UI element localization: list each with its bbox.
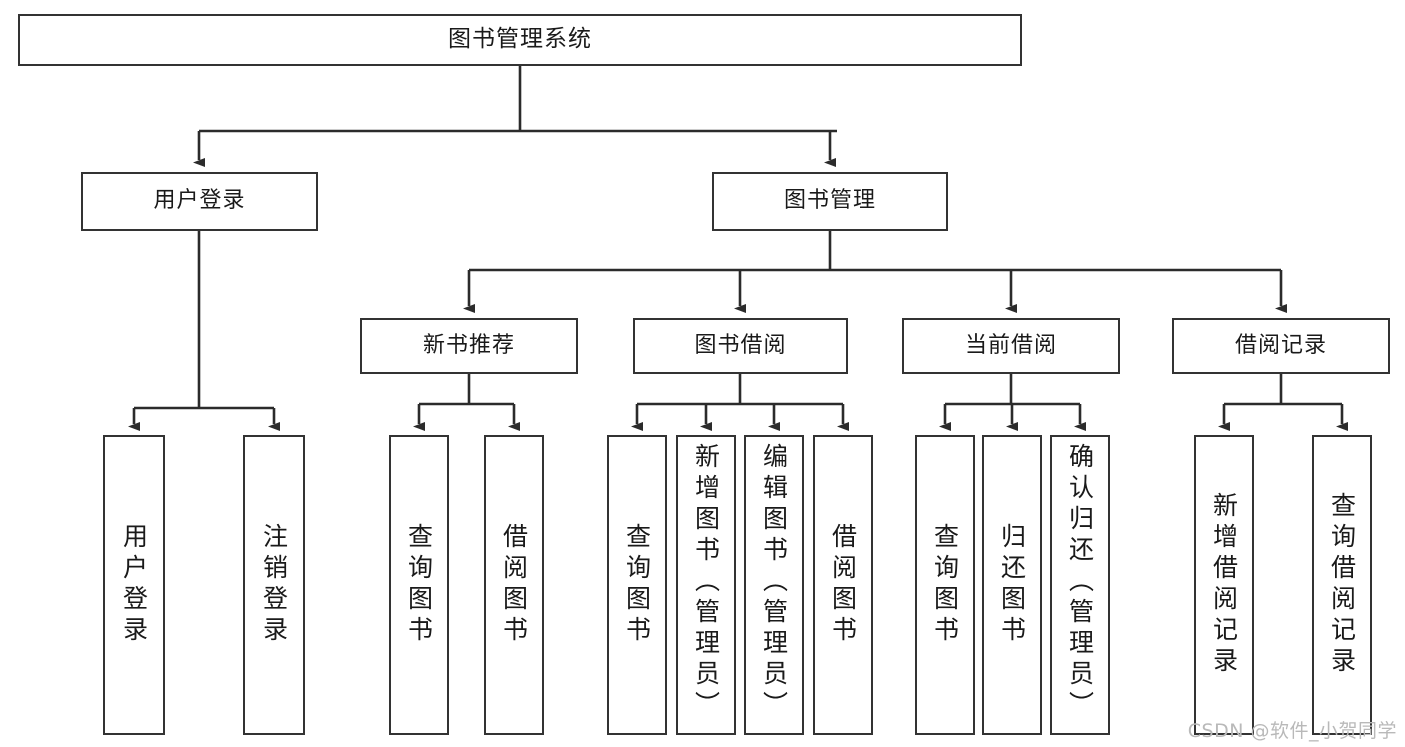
leaf-current-confirm-return-admin[interactable]: 确认归还（管理员） <box>1050 435 1110 735</box>
node-user-login[interactable]: 用户登录 <box>81 172 318 231</box>
node-current-borrow[interactable]: 当前借阅 <box>902 318 1120 374</box>
leaf-records-add-record[interactable]: 新增借阅记录 <box>1194 435 1254 735</box>
leaf-label: 新增图书（管理员） <box>691 443 721 722</box>
leaf-borrow-edit-book-admin[interactable]: 编辑图书（管理员） <box>744 435 804 735</box>
node-new-book-recommend[interactable]: 新书推荐 <box>360 318 578 374</box>
node-root-system[interactable]: 图书管理系统 <box>18 14 1022 66</box>
leaf-label: 借阅图书 <box>499 523 529 647</box>
leaf-label: 借阅图书 <box>828 523 858 647</box>
leaf-label: 新增借阅记录 <box>1209 492 1239 678</box>
leaf-label: 用户登录 <box>119 523 149 647</box>
leaf-label: 确认归还（管理员） <box>1065 443 1095 722</box>
leaf-current-return-book[interactable]: 归还图书 <box>982 435 1042 735</box>
node-book-management[interactable]: 图书管理 <box>712 172 948 231</box>
leaf-label: 查询借阅记录 <box>1327 492 1357 678</box>
leaf-newbook-query-book[interactable]: 查询图书 <box>389 435 449 735</box>
leaf-label: 查询图书 <box>930 523 960 647</box>
csdn-watermark: CSDN @软件_小贺同学 <box>1187 720 1397 742</box>
leaf-label: 查询图书 <box>622 523 652 647</box>
leaf-label: 查询图书 <box>404 523 434 647</box>
leaf-borrow-add-book-admin[interactable]: 新增图书（管理员） <box>676 435 736 735</box>
leaf-current-query-book[interactable]: 查询图书 <box>915 435 975 735</box>
leaf-label: 编辑图书（管理员） <box>759 443 789 722</box>
leaf-borrow-query-book[interactable]: 查询图书 <box>607 435 667 735</box>
node-borrow-records[interactable]: 借阅记录 <box>1172 318 1390 374</box>
leaf-user-logout[interactable]: 注销登录 <box>243 435 305 735</box>
leaf-borrow-lend-book[interactable]: 借阅图书 <box>813 435 873 735</box>
node-book-borrow[interactable]: 图书借阅 <box>633 318 848 374</box>
leaf-newbook-borrow-book[interactable]: 借阅图书 <box>484 435 544 735</box>
leaf-label: 归还图书 <box>997 523 1027 647</box>
leaf-user-login[interactable]: 用户登录 <box>103 435 165 735</box>
leaf-records-query-record[interactable]: 查询借阅记录 <box>1312 435 1372 735</box>
leaf-label: 注销登录 <box>259 523 289 647</box>
